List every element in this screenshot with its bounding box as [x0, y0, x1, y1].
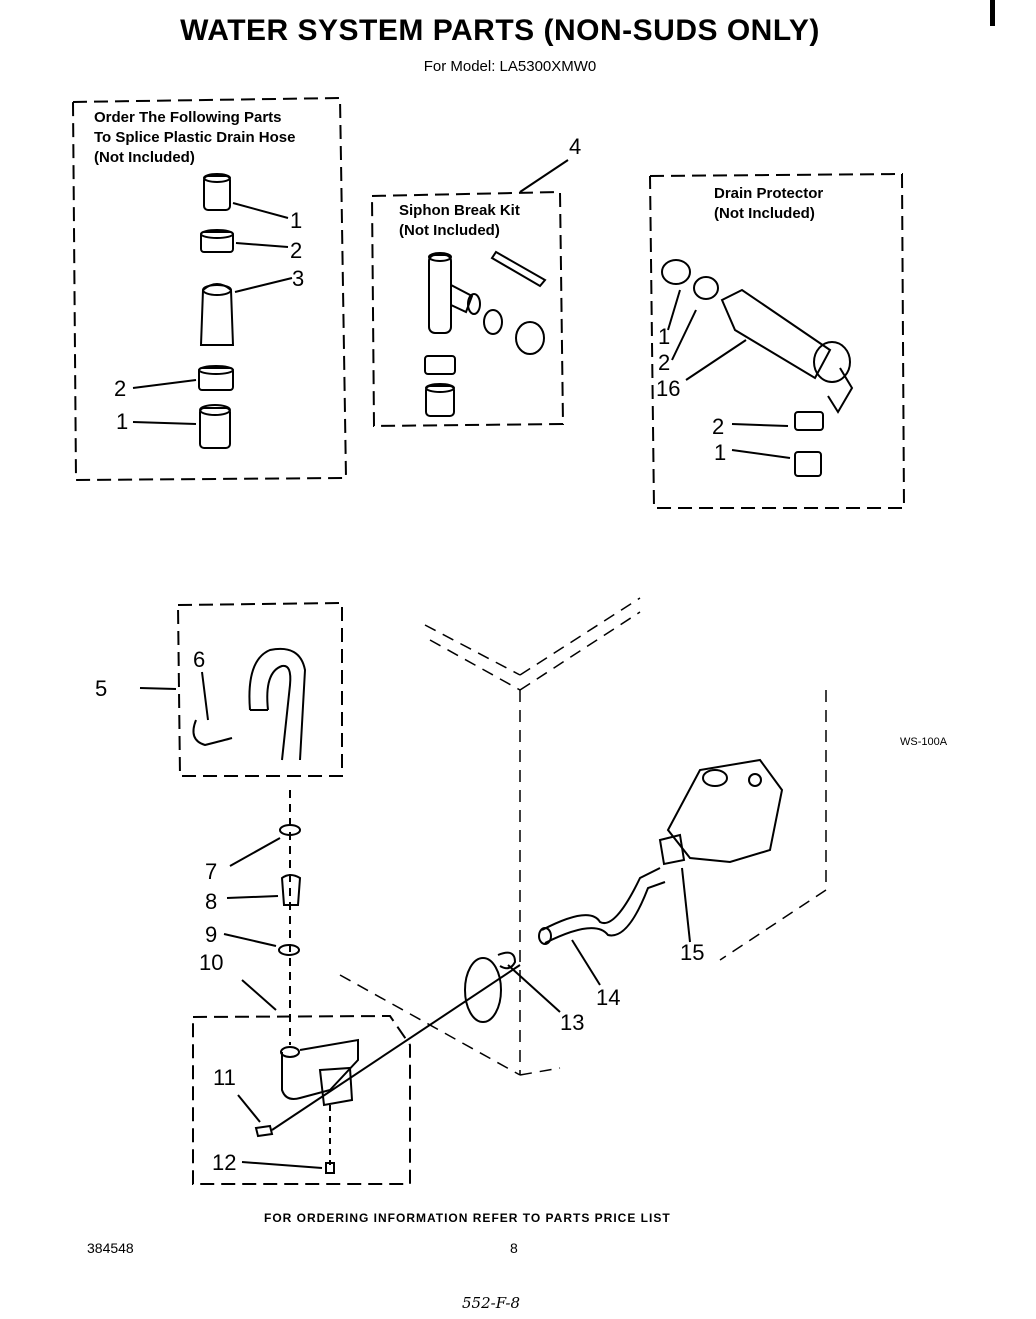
callout-13: 13: [560, 1010, 585, 1035]
drain-line-2: (Not Included): [714, 205, 815, 222]
pump-hose: [538, 867, 666, 986]
handwritten-note: 552-F-8: [462, 1294, 521, 1312]
callout-3: 3: [292, 266, 305, 291]
siphon-parts: [424, 159, 569, 417]
splice-line-1: Order The Following Parts: [94, 109, 282, 126]
callout-7: 7: [205, 859, 218, 884]
drain-fitting: [237, 964, 521, 1174]
drain-box-border: [649, 172, 906, 509]
siphon-line-2: (Not Included): [399, 222, 500, 239]
callout-2: 2: [712, 414, 725, 439]
page-number: 8: [510, 1240, 518, 1256]
drain-hose: [139, 648, 307, 761]
callout-12: 12: [212, 1150, 237, 1175]
callout-14: 14: [596, 985, 621, 1010]
drain-protector-parts: [661, 259, 854, 477]
diagram-code: WS-100A: [900, 736, 948, 748]
hose-box-border: [177, 601, 343, 777]
splice-box-border: [72, 96, 348, 482]
callout-1: 1: [714, 440, 727, 465]
callout-1: 1: [116, 409, 129, 434]
siphon-box-border: [371, 190, 565, 428]
drain-box-text: Drain Protector (Not Included): [714, 184, 874, 224]
callout-16: 16: [656, 376, 681, 401]
center-column-parts: [223, 790, 302, 1045]
callout-10: 10: [199, 950, 224, 975]
pump: [658, 758, 784, 943]
siphon-line-1: Siphon Break Kit: [399, 202, 520, 219]
callout-1: 1: [290, 208, 303, 233]
splice-box-text: Order The Following Parts To Splice Plas…: [94, 108, 334, 168]
callout-2: 2: [658, 350, 671, 375]
callout-8: 8: [205, 889, 218, 914]
callout-1: 1: [658, 324, 671, 349]
siphon-box-text: Siphon Break Kit (Not Included): [399, 201, 559, 241]
callout-9: 9: [205, 922, 218, 947]
ordering-info: FOR ORDERING INFORMATION REFER TO PARTS …: [264, 1211, 671, 1225]
cabinet-outline: [339, 597, 827, 1076]
model-label: For Model: LA5300XMW0: [423, 58, 597, 75]
callout-15: 15: [680, 940, 705, 965]
callout-5: 5: [95, 676, 108, 701]
splice-line-2: To Splice Plastic Drain Hose: [94, 129, 296, 146]
splice-line-3: (Not Included): [94, 149, 195, 166]
callout-11: 11: [213, 1065, 236, 1090]
callout-6: 6: [193, 647, 206, 672]
clamp-parts: [464, 951, 561, 1023]
callout-2: 2: [290, 238, 303, 263]
drain-line-1: Drain Protector: [714, 185, 824, 202]
document-number: 384548: [87, 1240, 134, 1256]
corner-mark: [990, 0, 995, 26]
page-title: WATER SYSTEM PARTS (NON-SUDS ONLY): [180, 14, 820, 47]
fitting-box-border: [192, 1014, 411, 1185]
callout-2: 2: [114, 376, 127, 401]
splice-parts: [132, 173, 293, 449]
callout-4: 4: [569, 134, 582, 159]
